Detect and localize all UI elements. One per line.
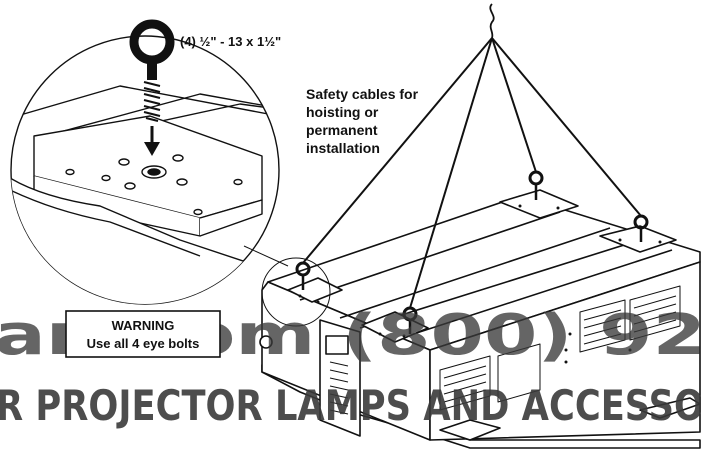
cables-callout: Safety cables for hoisting or permanent … <box>306 86 419 156</box>
cables-callout-line-2: hoisting or <box>306 104 379 120</box>
warning-body: Use all 4 eye bolts <box>87 336 200 351</box>
cables-callout-line-3: permanent <box>306 122 378 138</box>
vent-grille-side <box>439 285 681 411</box>
projector-body <box>259 189 701 449</box>
vent-slots-front <box>329 361 349 415</box>
warning-box: WARNING Use all 4 eye bolts <box>65 310 221 358</box>
arrow-down-icon <box>144 142 160 156</box>
eye-bolt-detail <box>129 19 175 156</box>
warning-title: WARNING <box>112 318 175 333</box>
lens-knob-icon <box>259 335 273 349</box>
screw-dots <box>298 204 662 364</box>
cables-callout-line-1: Safety cables for <box>306 86 419 102</box>
watermark-line-2: R PROJECTOR LAMPS AND ACCESSO <box>0 381 701 430</box>
safety-cables <box>302 3 642 309</box>
bolt-spec-label: (4) ½" - 13 x 1½" <box>180 34 281 49</box>
detail-magnifier <box>10 35 331 327</box>
cables-callout-line-4: installation <box>306 140 380 156</box>
